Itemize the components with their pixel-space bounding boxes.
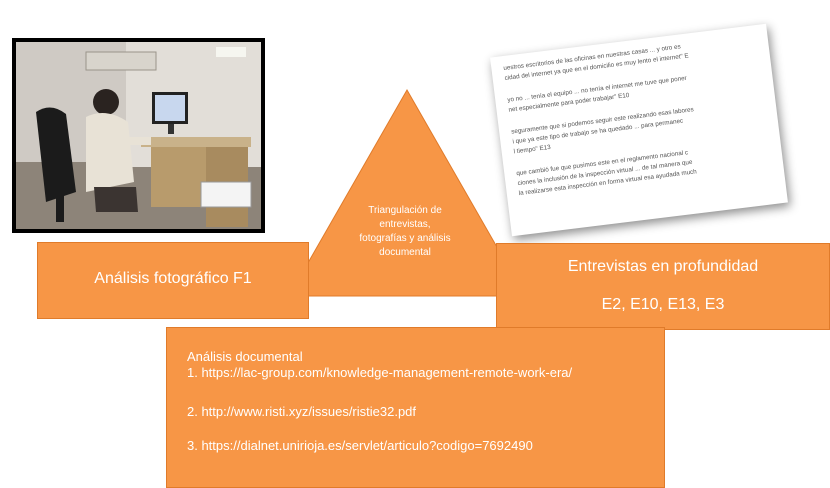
document-source-item: 3. https://dialnet.unirioja.es/servlet/a…: [187, 438, 533, 453]
triangulation-line: documental: [379, 247, 431, 258]
triangulation-line: Triangulación de: [368, 205, 442, 216]
photo-analysis-label: Análisis fotográfico F1: [94, 270, 252, 287]
office-photo: [12, 38, 265, 233]
triangulation-label: Triangulación de entrevistas, fotografía…: [345, 204, 465, 260]
triangulation-line: entrevistas,: [379, 219, 431, 230]
interviews-title: Entrevistas en profundidad: [567, 258, 759, 275]
photo-analysis-box: Análisis fotográfico F1: [37, 242, 309, 319]
photo-illustration: [16, 42, 261, 229]
document-analysis-box: Análisis documental 1. https://lac-group…: [166, 327, 665, 488]
document-source-item: 1. https://lac-group.com/knowledge-manag…: [187, 365, 573, 380]
interview-transcript-page: uestros escritorios de las oficinas en n…: [490, 23, 788, 237]
interviews-codes: E2, E10, E13, E3: [601, 296, 725, 313]
document-analysis-heading: Análisis documental: [187, 349, 303, 364]
triangulation-triangle: [288, 88, 526, 297]
triangulation-line: fotografías y análisis: [359, 233, 451, 244]
document-source-item: 2. http://www.risti.xyz/issues/ristie32.…: [187, 404, 417, 419]
interviews-box: Entrevistas en profundidad E2, E10, E13,…: [496, 243, 830, 330]
